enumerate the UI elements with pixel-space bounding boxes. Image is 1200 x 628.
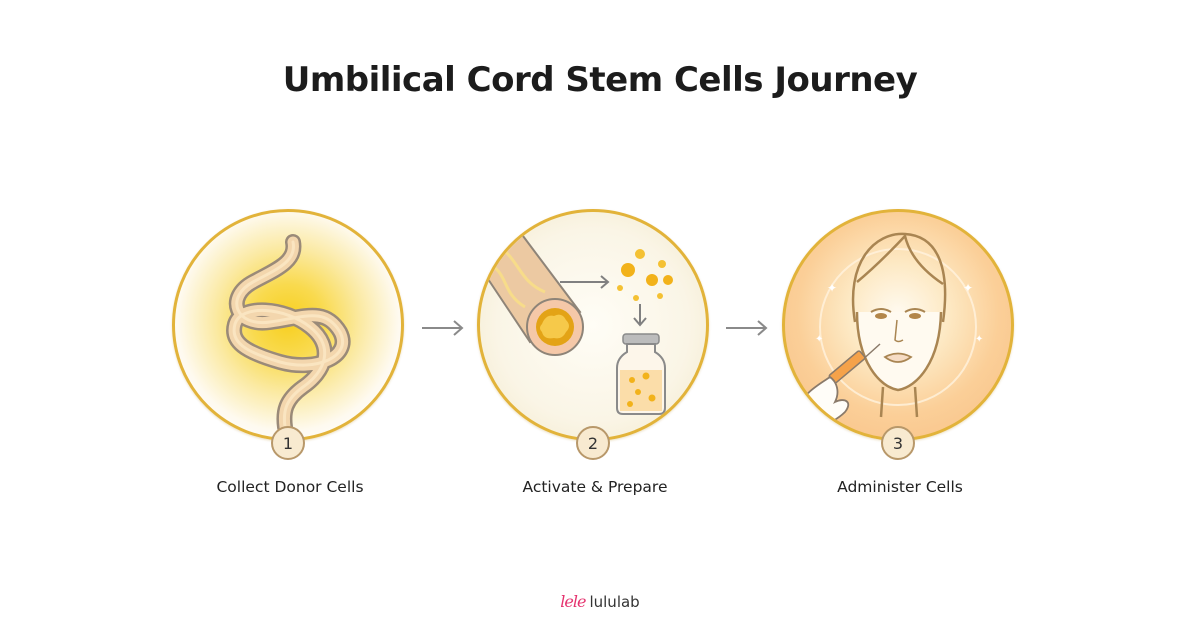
svg-text:✦: ✦ — [827, 281, 837, 295]
svg-text:✦: ✦ — [963, 281, 973, 295]
svg-text:✦: ✦ — [975, 334, 983, 345]
step-3-circle: ✦ ✦ ✦ ✦ — [782, 209, 1014, 441]
step-1-circle — [172, 209, 404, 441]
cells-vial-icon — [480, 230, 673, 415]
page-title: Umbilical Cord Stem Cells Journey — [282, 60, 918, 100]
step-2-circle — [477, 209, 709, 441]
step-collect-donor-cells: 1 Collect Donor Cells — [170, 207, 410, 507]
brand-name: lululab — [589, 592, 640, 611]
step-label: Administer Cells — [837, 478, 963, 496]
step-label: Activate & Prepare — [522, 478, 668, 496]
svg-text:✦: ✦ — [815, 334, 823, 345]
step-number-badge: 3 — [881, 426, 915, 460]
step-label: Collect Donor Cells — [216, 478, 364, 496]
step-activate-prepare: 2 Activate & Prepare — [475, 207, 715, 507]
step-administer-cells: ✦ ✦ ✦ ✦ 3 Administer Cells — [780, 207, 1020, 507]
umbilical-cord-icon — [226, 234, 351, 435]
arrow-right-icon — [422, 320, 464, 336]
arrow-right-icon — [726, 320, 768, 336]
step-number-badge: 1 — [271, 426, 305, 460]
brand-logo: lele lululab — [0, 592, 1200, 611]
brand-mark-icon: lele — [560, 592, 586, 611]
step-number-badge: 2 — [576, 426, 610, 460]
face-injection-icon: ✦ ✦ ✦ ✦ — [794, 232, 983, 433]
